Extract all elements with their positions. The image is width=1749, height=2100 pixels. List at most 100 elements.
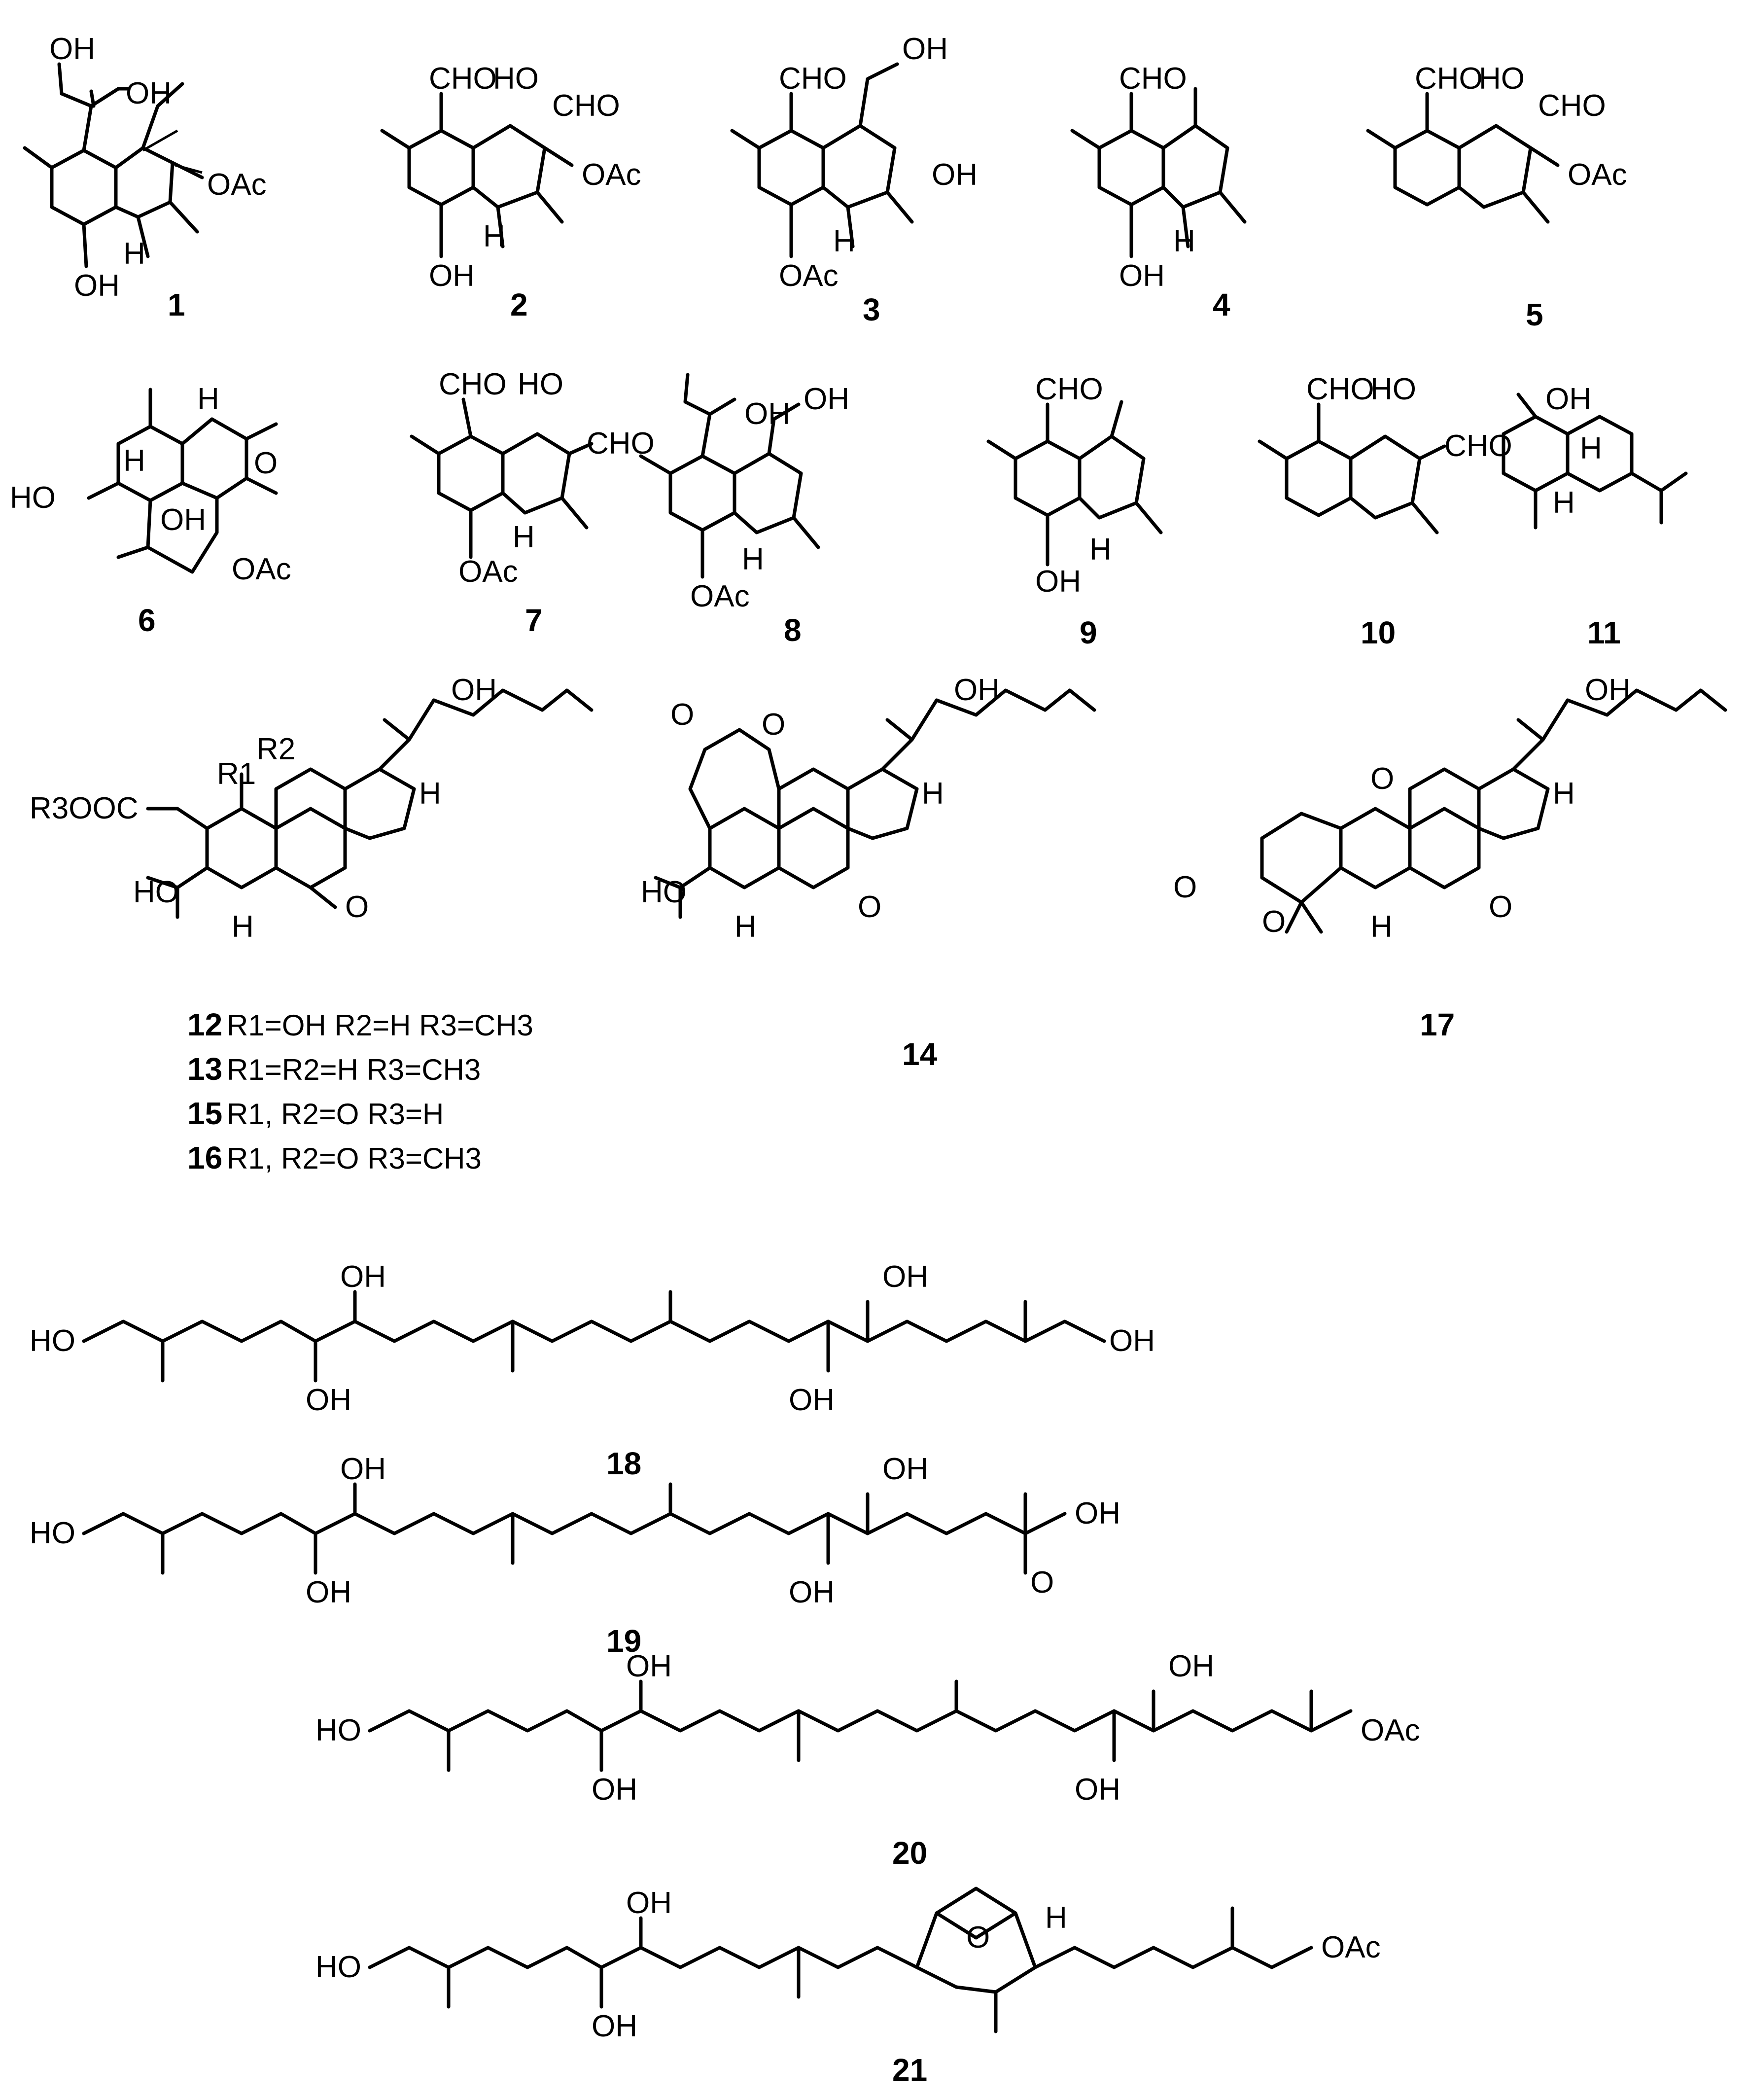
- compound-21-structure: OH HO OH O H OAc 21: [315, 1886, 1381, 2088]
- compound-8-structure: OH OH OAc H 8: [639, 373, 849, 648]
- compound-19-acid-hydroxyl: OH: [1075, 1496, 1120, 1531]
- compound-19-structure: OH HO OH OH OH OH O 19: [30, 1452, 1120, 1659]
- compound-1-hydrogen: H: [123, 237, 145, 271]
- compound-20-structure: OH HO OH OH OH OAc 20: [315, 1649, 1420, 1871]
- compound-3-hydroxyl-1: OH: [902, 32, 948, 66]
- compound-6-hydroxyl-2: OH: [160, 503, 206, 537]
- compound-18-hydroxyl-2: OH: [306, 1383, 351, 1417]
- compound-12-r1: R1: [217, 757, 256, 791]
- compound-16-substituents: R1, R2=O R3=CH3: [227, 1142, 482, 1175]
- compound-5-number: 5: [1526, 297, 1543, 332]
- compound-10-structure: CHO HO CHO 10: [1258, 372, 1512, 650]
- compound-13-number: 13: [187, 1051, 222, 1087]
- compound-17-lactone-carbonyl: O: [1173, 870, 1197, 904]
- compound-6-hydroxyl-1: HO: [10, 481, 56, 515]
- compound-18-hydroxyl-1: OH: [340, 1260, 386, 1294]
- compound-11-number: 11: [1587, 615, 1621, 650]
- compound-11-hydrogen-2: H: [1553, 486, 1575, 520]
- compound-1-hydroxyl: OH: [126, 76, 172, 110]
- compound-21-hydrogen: H: [1045, 1901, 1067, 1935]
- compound-7-acetoxy: OAc: [458, 555, 518, 589]
- compound-12-hydrogen-1: H: [419, 777, 441, 811]
- compound-21-acetoxy: OAc: [1321, 1930, 1381, 1964]
- compound-12-hydrogen-2: H: [232, 910, 254, 944]
- compound-3-hydroxyl-2: OH: [932, 158, 978, 192]
- compound-12-substituents: R1=OH R2=H R3=CH3: [227, 1009, 533, 1042]
- substituent-legend: 12 R1=OH R2=H R3=CH3 13 R1=R2=H R3=CH3 1…: [187, 1007, 533, 1175]
- compound-13-substituents: R1=R2=H R3=CH3: [227, 1053, 481, 1086]
- compound-17-hydrogen-1: H: [1553, 777, 1575, 811]
- compound-1-structure: OH OH OAc OH H 1: [23, 32, 267, 322]
- compound-14-side-hydroxyl: OH: [954, 673, 1000, 707]
- compound-2-aldehyde-1: CHO: [429, 62, 497, 96]
- compound-7-hydroxyl: HO: [518, 367, 563, 401]
- compound-6-hydrogen-1: H: [197, 382, 219, 416]
- compound-18-structure: OH HO OH OH OH OH 18: [30, 1260, 1155, 1481]
- compound-12-ketone: O: [345, 890, 369, 924]
- compound-17-side-hydroxyl: OH: [1585, 673, 1631, 707]
- compound-7-structure: CHO HO CHO OAc H 7: [410, 367, 655, 638]
- compound-2-structure: CHO HO CHO OAc OH H 2: [380, 62, 641, 322]
- compound-3-hydrogen: H: [833, 224, 855, 258]
- compound-18-terminal-hydroxyl-1: HO: [30, 1324, 75, 1358]
- compound-3-structure: CHO OH OH OAc H 3: [730, 32, 978, 327]
- compound-8-hydroxyl-1: OH: [744, 397, 790, 431]
- compound-7-aldehyde-1: CHO: [439, 367, 507, 401]
- compound-5-aldehyde-2: CHO: [1538, 89, 1606, 123]
- compound-18-number: 18: [606, 1446, 641, 1481]
- compound-2-hydrogen: H: [483, 219, 505, 253]
- compound-7-hydrogen: H: [513, 520, 535, 554]
- compound-19-hydroxyl-4: OH: [789, 1575, 835, 1609]
- compound-10-aldehyde-2: CHO: [1444, 429, 1512, 463]
- compound-9-structure: CHO OH H 9: [986, 372, 1163, 650]
- compound-8-acetoxy: OAc: [690, 579, 750, 613]
- compound-19-hydroxyl-1: OH: [340, 1452, 386, 1486]
- compound-6-structure: H O HO H OH OAc 6: [10, 382, 291, 638]
- compound-7-aldehyde-2: CHO: [587, 427, 655, 461]
- compound-14-hydroxyl: HO: [641, 875, 687, 909]
- compound-4-hydrogen: H: [1173, 224, 1195, 258]
- compound-1-hydroxyl-2: OH: [74, 269, 120, 303]
- compound-2-hydroxyl-1: HO: [493, 62, 539, 96]
- compound-11-hydrogen-1: H: [1580, 431, 1602, 465]
- compound-8-number: 8: [784, 612, 802, 648]
- compound-4-structure: CHO OH H 4: [1070, 62, 1247, 322]
- compound-1-ester-oxygen: OH: [49, 32, 95, 66]
- compound-14-hydrogen-2: H: [735, 910, 757, 944]
- compound-8-hydrogen: H: [742, 542, 764, 576]
- compound-14-number: 14: [902, 1036, 938, 1072]
- compound-20-terminal-hydroxyl: HO: [315, 1713, 361, 1747]
- compound-14-structure: OH O O H HO H O 14: [641, 673, 1096, 1072]
- compound-15-number: 15: [187, 1096, 222, 1131]
- compound-17-ketone-c7: O: [1489, 890, 1512, 924]
- compound-18-hydroxyl-4: OH: [789, 1383, 835, 1417]
- compound-11-structure: OH H H 11: [1502, 382, 1688, 650]
- compound-5-aldehyde-1: CHO: [1415, 62, 1483, 96]
- compound-12-number: 12: [187, 1007, 222, 1042]
- compound-3-aldehyde: CHO: [779, 62, 847, 96]
- compound-17-hydrogen-2: H: [1370, 910, 1393, 944]
- compound-12-structure: OH R2 R1 R3OOC H HO H O: [30, 673, 594, 944]
- compound-16-number: 16: [187, 1140, 222, 1175]
- compound-11-hydroxyl: OH: [1545, 382, 1591, 416]
- compound-10-number: 10: [1361, 615, 1396, 650]
- compound-17-lactone-oxygen: O: [1262, 905, 1286, 939]
- compound-21-hydroxyl-1: OH: [626, 1886, 672, 1920]
- compound-21-hydroxyl-2: OH: [592, 2009, 637, 2043]
- compound-14-hydrogen-1: H: [922, 777, 944, 811]
- compound-4-hydroxyl: OH: [1119, 259, 1165, 293]
- compound-6-ring-oxygen: O: [254, 446, 278, 480]
- compound-19-terminal-hydroxyl: HO: [30, 1516, 75, 1550]
- compound-12-side-hydroxyl: OH: [451, 673, 497, 707]
- compound-2-aldehyde-2: CHO: [552, 89, 620, 123]
- compound-17-number: 17: [1420, 1007, 1455, 1042]
- compound-14-lactone-carbonyl: O: [670, 698, 694, 732]
- compound-2-acetoxy: OAc: [582, 158, 641, 192]
- compound-10-hydroxyl: HO: [1370, 372, 1416, 406]
- compound-21-terminal-hydroxyl: HO: [315, 1950, 361, 1984]
- compound-17-ketone-c11: O: [1370, 762, 1394, 796]
- compound-3-number: 3: [863, 292, 880, 327]
- compound-20-hydroxyl-1: OH: [626, 1649, 672, 1683]
- compound-21-bridge-oxygen: O: [966, 1921, 990, 1955]
